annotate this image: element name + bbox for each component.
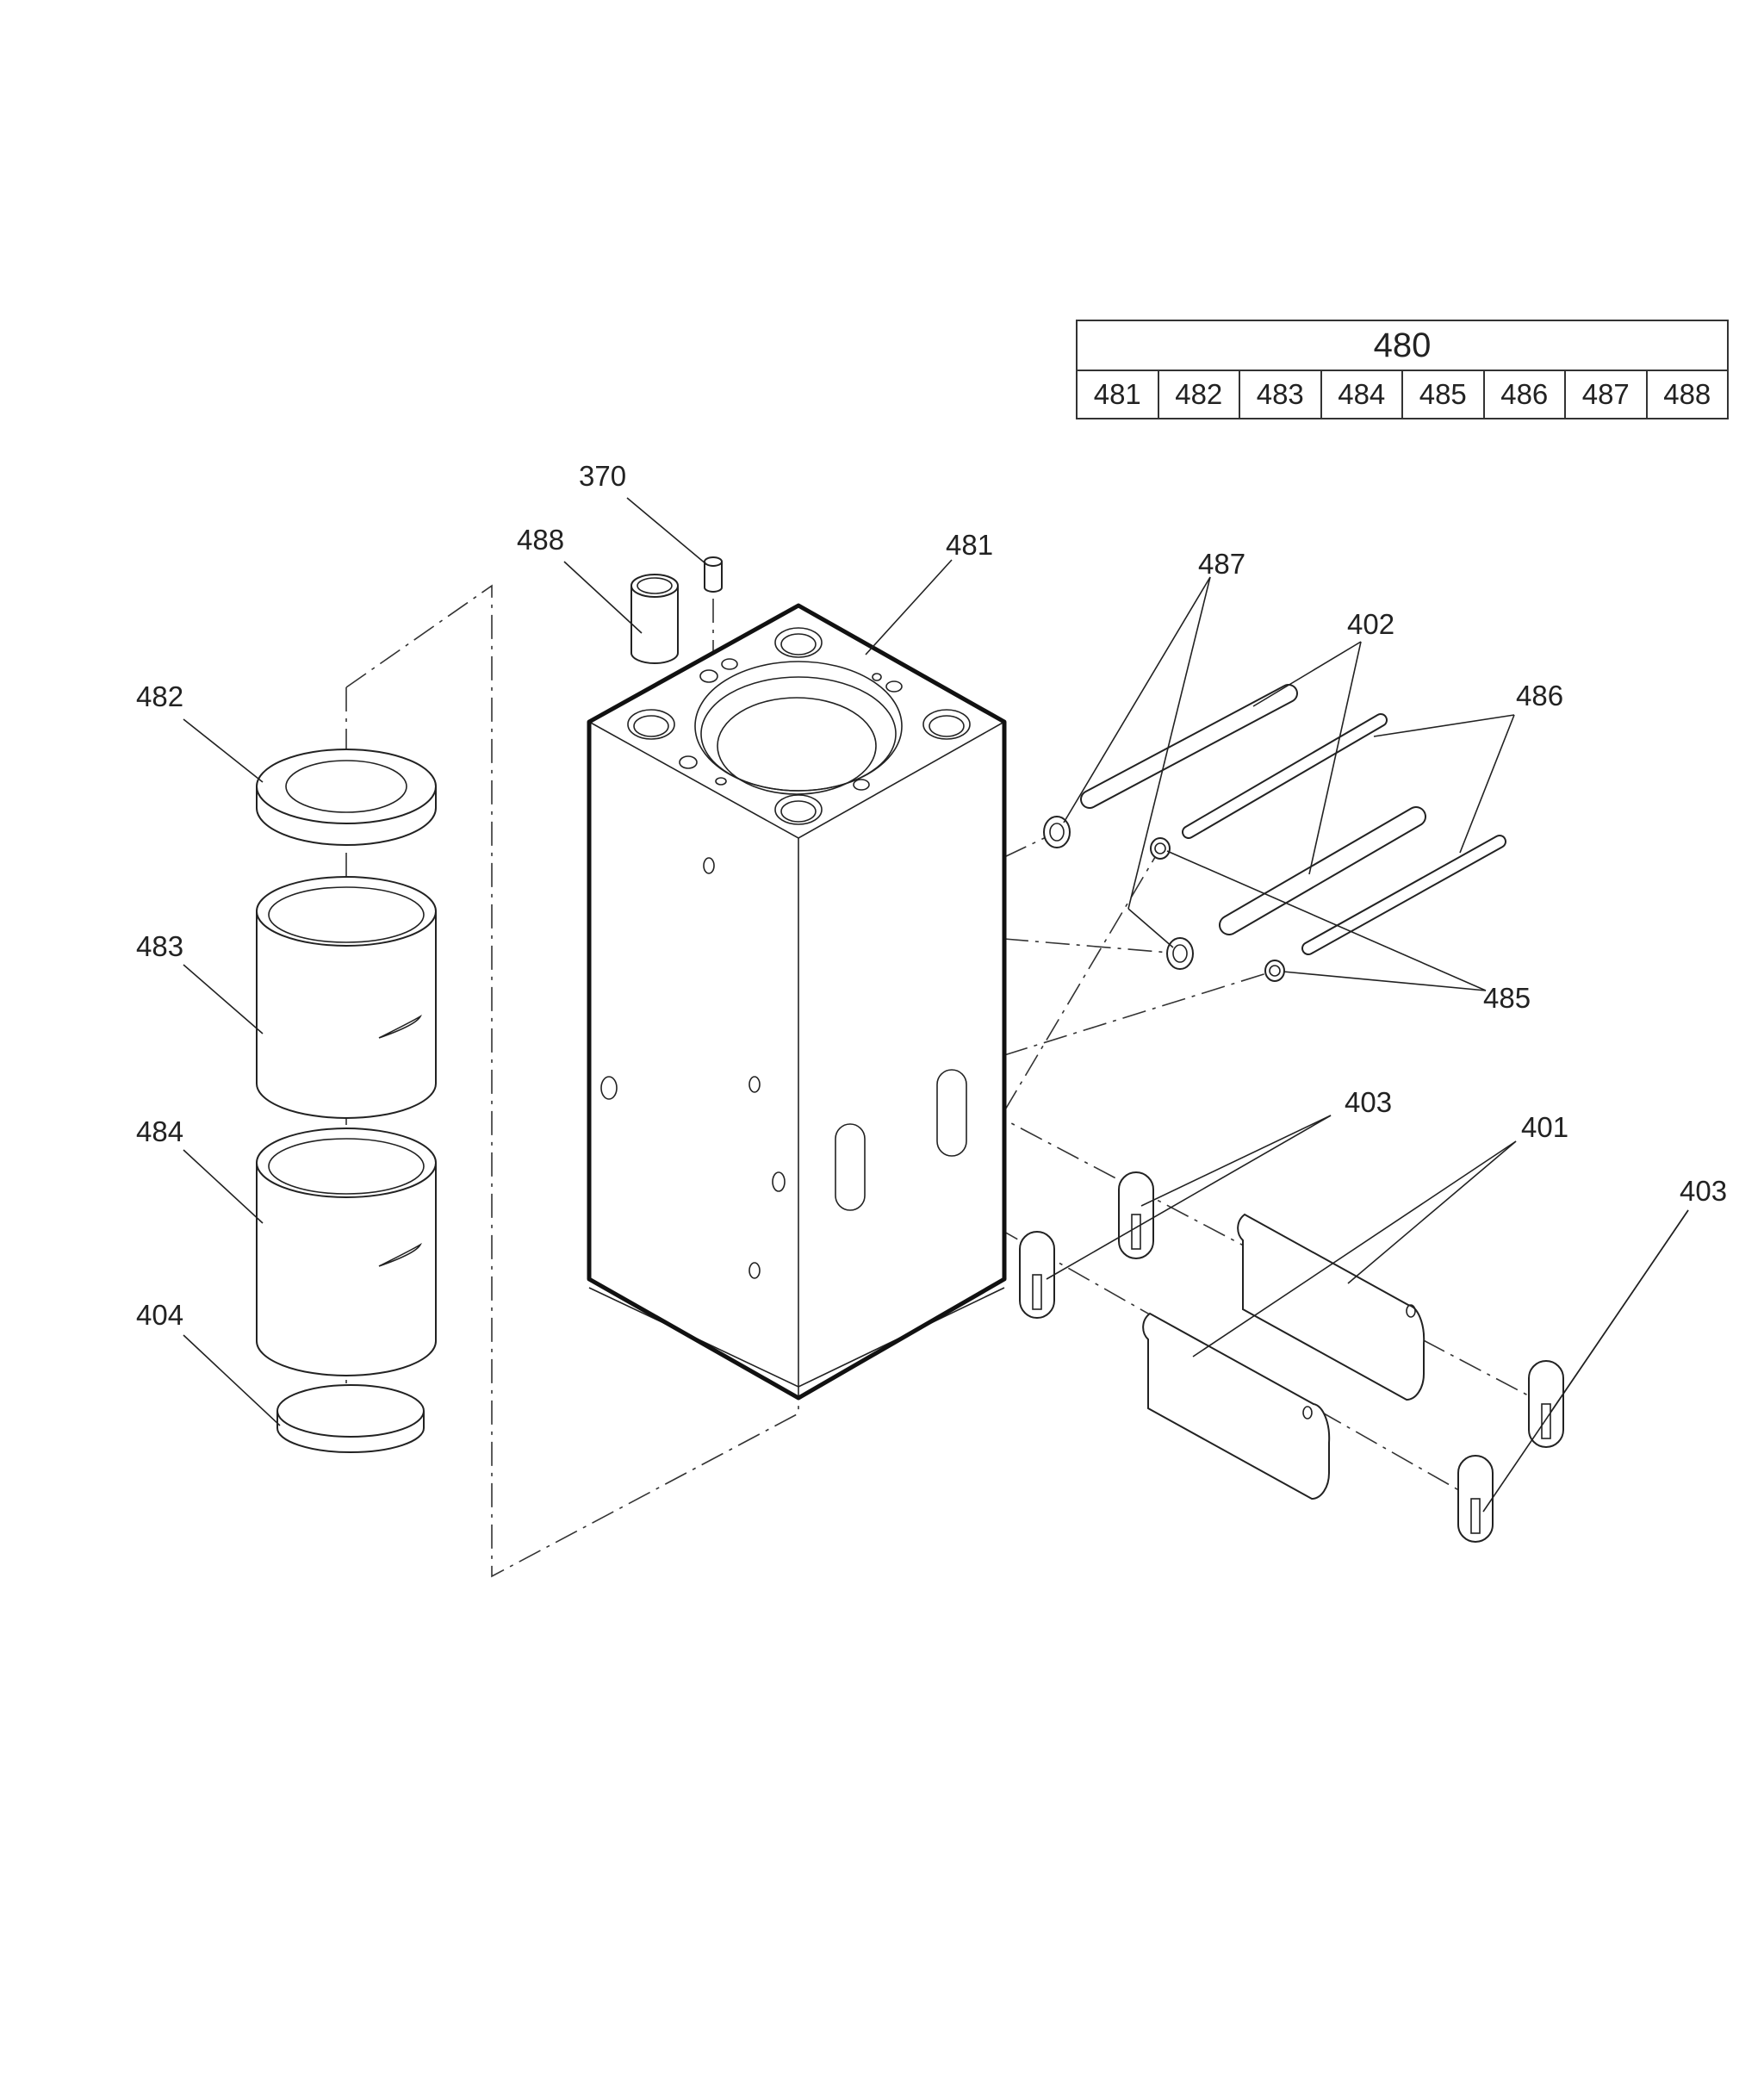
callout-483: 483 <box>136 930 183 962</box>
component-cell: 485 <box>1401 370 1485 419</box>
component-cell: 482 <box>1157 370 1240 419</box>
callout-404: 404 <box>136 1299 183 1331</box>
component-cell: 481 <box>1076 370 1159 419</box>
callout-370: 370 <box>579 460 626 492</box>
leader-lines <box>183 497 1689 1513</box>
rods-402-486 <box>1080 684 1506 955</box>
callout-401: 401 <box>1521 1111 1568 1143</box>
ring-482 <box>256 749 437 846</box>
callout-481: 481 <box>946 529 993 561</box>
housing-block-481 <box>587 603 1007 1401</box>
callout-484: 484 <box>136 1115 183 1147</box>
pads-401 <box>1142 1213 1425 1500</box>
component-cell: 484 <box>1320 370 1403 419</box>
callout-403: 403 <box>1345 1086 1392 1118</box>
component-cell: 486 <box>1482 370 1566 419</box>
clips-403 <box>1019 1171 1564 1543</box>
callout-403: 403 <box>1680 1175 1727 1207</box>
liner-483 <box>256 876 437 1119</box>
parts-table: 480 481 482 483 484 485 486 487 488 <box>1076 320 1729 419</box>
pin-370 <box>704 556 723 593</box>
callout-486: 486 <box>1516 680 1563 711</box>
callout-402: 402 <box>1347 608 1394 640</box>
assembly-number: 480 <box>1076 320 1729 371</box>
component-cell: 487 <box>1564 370 1648 419</box>
callout-485: 485 <box>1483 982 1531 1014</box>
callout-488: 488 <box>517 524 564 556</box>
callout-487: 487 <box>1198 548 1245 580</box>
component-cell: 483 <box>1239 370 1322 419</box>
liner-484 <box>256 1128 437 1376</box>
bushings-485-487 <box>1043 816 1285 982</box>
callout-482: 482 <box>136 680 183 712</box>
sleeve-488 <box>630 574 679 664</box>
disc-404 <box>276 1384 425 1453</box>
component-cell: 488 <box>1645 370 1729 419</box>
